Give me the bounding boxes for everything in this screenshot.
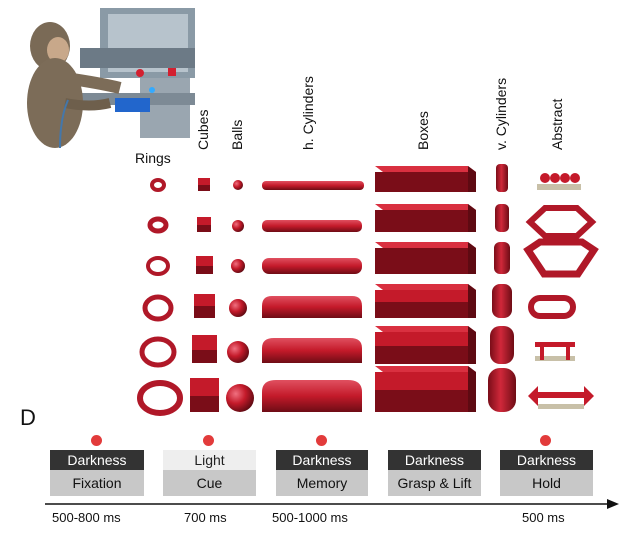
cube-size-2 bbox=[197, 217, 211, 232]
phase-5-name: Hold bbox=[500, 470, 593, 496]
ball-size-6 bbox=[226, 384, 254, 412]
abstract-size-6 bbox=[528, 386, 594, 409]
phase-2-lighting: Light bbox=[163, 450, 256, 470]
ball-size-1 bbox=[233, 180, 243, 190]
h-cylinder-size-3 bbox=[262, 258, 362, 274]
cube-size-4 bbox=[194, 294, 215, 318]
memory-dot bbox=[316, 435, 327, 446]
cue-dot bbox=[203, 435, 214, 446]
phase-5-duration: 500 ms bbox=[522, 510, 565, 525]
phase-3-duration: 500-1000 ms bbox=[272, 510, 348, 525]
phase-2-name: Cue bbox=[163, 470, 256, 496]
v-cylinder-size-4 bbox=[492, 284, 512, 318]
cube-size-5 bbox=[192, 335, 217, 363]
ring-size-2 bbox=[147, 216, 169, 234]
abstract-size-1 bbox=[537, 173, 581, 190]
column-header-v-cylinders: v. Cylinders bbox=[493, 77, 509, 150]
v-cylinder-size-1 bbox=[496, 164, 508, 192]
phase-1-name: Fixation bbox=[50, 470, 144, 496]
phase-1-lighting: Darkness bbox=[50, 450, 144, 470]
hold-dot bbox=[540, 435, 551, 446]
object-grid bbox=[137, 164, 599, 416]
box-size-1 bbox=[375, 166, 476, 192]
phase-5-lighting: Darkness bbox=[500, 450, 593, 470]
abstract-size-5 bbox=[535, 342, 575, 361]
v-cylinder-size-6 bbox=[488, 368, 516, 412]
phase-4-name: Grasp & Lift bbox=[388, 470, 481, 496]
ring-size-6 bbox=[137, 380, 183, 416]
phase-2-duration: 700 ms bbox=[184, 510, 227, 525]
timeline-arrow bbox=[45, 499, 619, 509]
box-size-3 bbox=[375, 242, 476, 274]
phase-4-lighting: Darkness bbox=[388, 450, 481, 470]
phase-3-name: Memory bbox=[276, 470, 368, 496]
abstract-size-3 bbox=[523, 238, 599, 278]
v-cylinder-size-5 bbox=[490, 326, 514, 364]
ring-size-3 bbox=[146, 256, 170, 276]
abstract-size-2 bbox=[525, 205, 597, 239]
cube-size-6 bbox=[190, 378, 219, 412]
box-size-4 bbox=[375, 284, 476, 318]
column-header-h-cylinders: h. Cylinders bbox=[300, 76, 316, 150]
ball-size-4 bbox=[229, 299, 247, 317]
monkey-setup-illustration bbox=[20, 8, 195, 149]
h-cylinder-size-2 bbox=[262, 220, 362, 232]
ring-size-4 bbox=[142, 294, 174, 322]
h-cylinder-size-5 bbox=[262, 338, 362, 363]
box-size-6 bbox=[375, 366, 476, 412]
abstract-size-4 bbox=[528, 295, 576, 319]
v-cylinder-size-2 bbox=[495, 204, 509, 232]
ball-size-2 bbox=[232, 220, 244, 232]
cube-size-1 bbox=[198, 178, 210, 191]
column-header-rings: Rings bbox=[135, 150, 171, 166]
column-header-abstract: Abstract bbox=[549, 98, 565, 150]
phase-1-duration: 500-800 ms bbox=[52, 510, 121, 525]
box-size-5 bbox=[375, 326, 476, 364]
column-header-boxes: Boxes bbox=[415, 111, 431, 150]
h-cylinder-size-4 bbox=[262, 296, 362, 318]
v-cylinder-size-3 bbox=[494, 242, 510, 274]
ball-size-5 bbox=[227, 341, 249, 363]
cube-size-3 bbox=[196, 256, 213, 274]
box-size-2 bbox=[375, 204, 476, 232]
ring-size-5 bbox=[139, 336, 177, 368]
column-header-cubes: Cubes bbox=[195, 109, 211, 150]
h-cylinder-size-6 bbox=[262, 380, 362, 412]
h-cylinder-size-1 bbox=[262, 181, 364, 190]
column-header-balls: Balls bbox=[229, 119, 245, 150]
ring-size-1 bbox=[150, 178, 166, 192]
phase-3-lighting: Darkness bbox=[276, 450, 368, 470]
ball-size-3 bbox=[231, 259, 245, 273]
fixation-dot bbox=[91, 435, 102, 446]
panel-label: D bbox=[20, 405, 36, 430]
